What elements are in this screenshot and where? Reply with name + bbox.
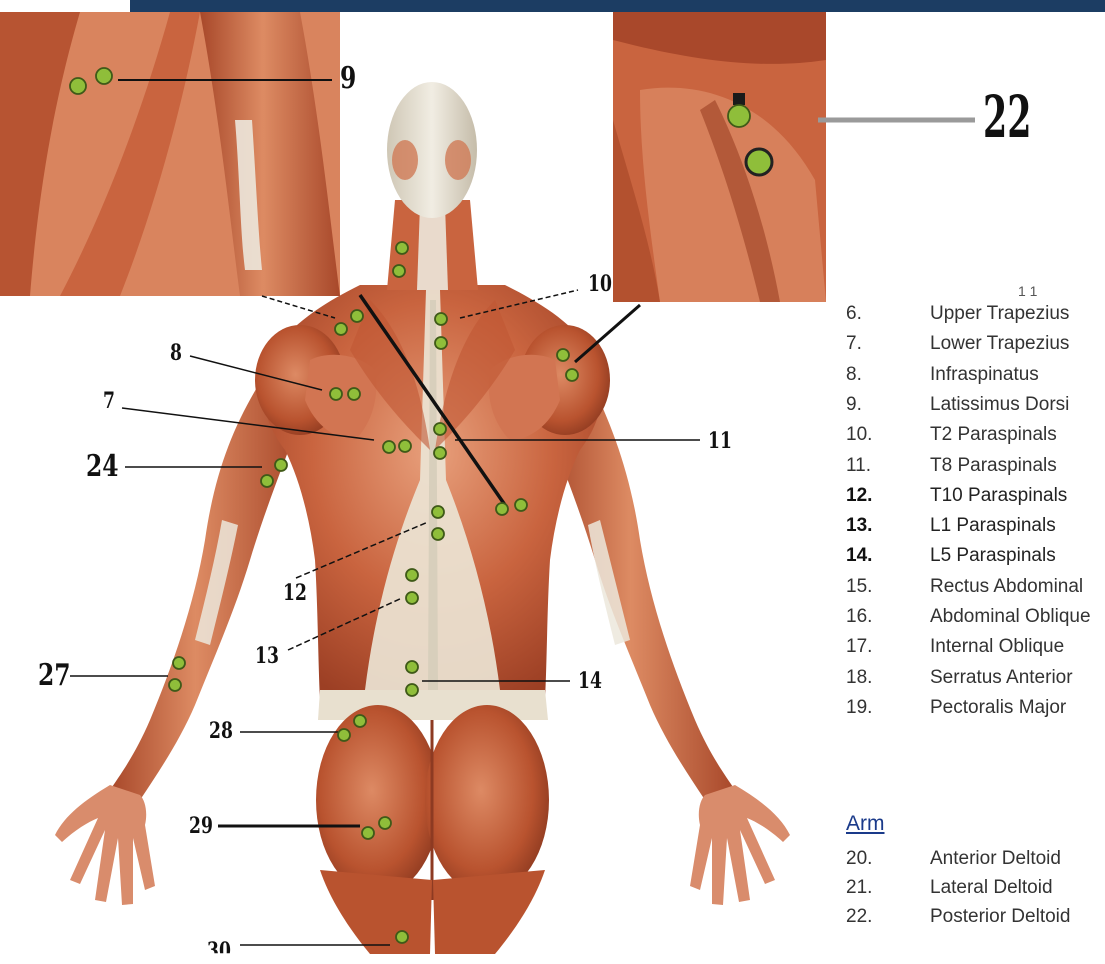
callout-12: 12 (283, 582, 307, 604)
legend-item-number: 15. (846, 576, 906, 598)
legend-item-label: Abdominal Oblique (930, 606, 1091, 628)
legend-item-label: Rectus Abdominal (930, 576, 1083, 598)
legend-item-label: Upper Trapezius (930, 303, 1069, 325)
callout-9: 9 (340, 64, 356, 94)
legend-item-label: Lower Trapezius (930, 333, 1069, 355)
legend-item-number: 14. (846, 545, 906, 567)
legend-item-number: 19. (846, 697, 906, 719)
legend-item-number: 9. (846, 394, 906, 416)
callout-22: 22 (983, 88, 1031, 146)
callout-24: 24 (86, 452, 119, 482)
legend-item-number: 17. (846, 636, 906, 658)
legend-arm-heading: Arm (846, 812, 885, 836)
legend-item-label: Lateral Deltoid (930, 877, 1053, 899)
inset-latissimus (0, 12, 340, 296)
legend-item-label: Pectoralis Major (930, 697, 1066, 719)
callout-8: 8 (170, 342, 182, 364)
inset-posterior-deltoid (613, 12, 826, 302)
callout-30: 30 (207, 940, 231, 962)
callout-10: 10 (588, 273, 612, 295)
legend-item-number: 7. (846, 333, 906, 355)
legend-item-label: Serratus Anterior (930, 667, 1073, 689)
marker-22b (746, 149, 772, 175)
legend-item-number: 6. (846, 303, 906, 325)
callout-27: 27 (38, 661, 71, 691)
legend-item-number: 20. (846, 848, 906, 870)
legend-item-label: T10 Paraspinals (930, 485, 1067, 507)
legend-item-number: 18. (846, 667, 906, 689)
left-arm (110, 370, 300, 800)
legend-item-number: 11. (846, 455, 906, 477)
legend-item-label: L5 Paraspinals (930, 545, 1056, 567)
callout-11: 11 (708, 430, 732, 452)
legend-item-number: 16. (846, 606, 906, 628)
callout-29: 29 (189, 815, 213, 837)
legend-item-label: L1 Paraspinals (930, 515, 1056, 537)
legend-item-number: 12. (846, 485, 906, 507)
callout-14: 14 (578, 670, 602, 692)
legend-item-label: Latissimus Dorsi (930, 394, 1069, 416)
legend-fragment: 1 1 (1018, 283, 1037, 299)
right-hand (690, 785, 790, 905)
legend-item-number: 13. (846, 515, 906, 537)
marker-9a (70, 78, 86, 94)
legend-item-label: Posterior Deltoid (930, 906, 1070, 928)
marker-9b (96, 68, 112, 84)
marker-22a (728, 105, 750, 127)
legend-item-number: 8. (846, 364, 906, 386)
legend-item-label: Internal Oblique (930, 636, 1064, 658)
legend-item-label: T2 Paraspinals (930, 424, 1057, 446)
left-glute (316, 705, 440, 895)
legend-item-label: T8 Paraspinals (930, 455, 1057, 477)
legend-item-number: 10. (846, 424, 906, 446)
legend-item-number: 21. (846, 877, 906, 899)
legend-item-number: 22. (846, 906, 906, 928)
callout-28: 28 (209, 720, 233, 742)
legend-item-label: Anterior Deltoid (930, 848, 1061, 870)
right-glute (425, 705, 549, 895)
callout-7: 7 (103, 390, 115, 412)
legend-item-label: Infraspinatus (930, 364, 1039, 386)
left-hand (55, 785, 155, 905)
callout-13: 13 (255, 645, 279, 667)
